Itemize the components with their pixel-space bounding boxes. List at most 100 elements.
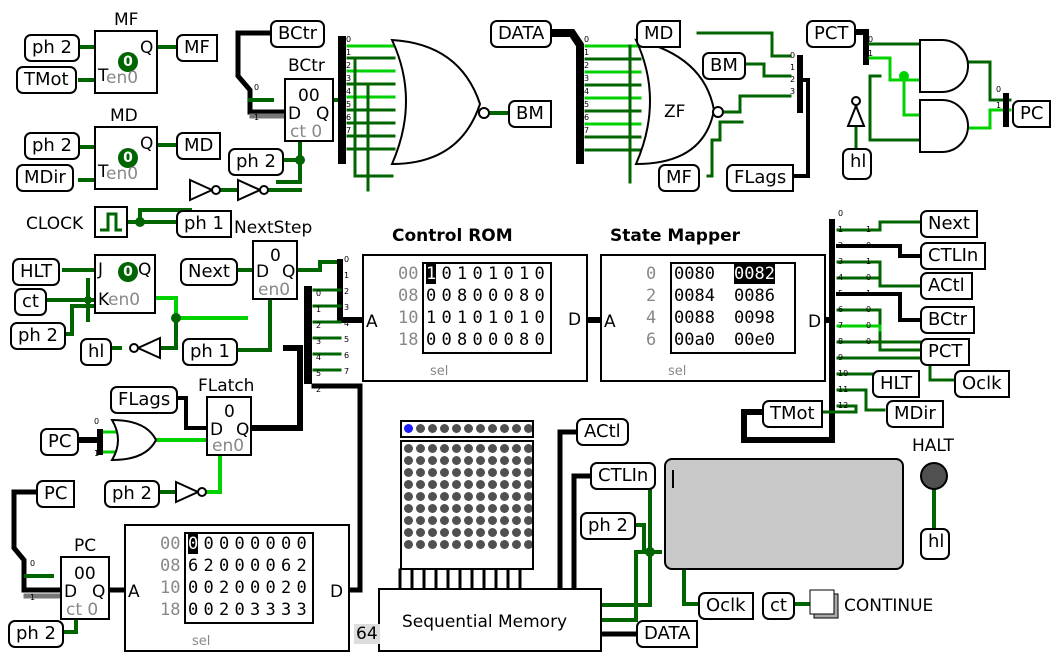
led-dot bbox=[404, 468, 413, 477]
rom-data-grid bbox=[670, 262, 796, 354]
led-dot bbox=[404, 504, 413, 513]
led-dot bbox=[512, 504, 521, 513]
svg-text:1: 1 bbox=[316, 305, 321, 314]
led-dot bbox=[524, 492, 533, 501]
led-dot bbox=[452, 504, 461, 513]
flatch-register[interactable]: 0 D Q en0 bbox=[206, 396, 252, 456]
tty-display[interactable] bbox=[664, 458, 904, 570]
tunnel-mdir-out: MDir bbox=[886, 400, 944, 428]
pc-register[interactable]: 00 D Q ct 0 bbox=[60, 556, 110, 620]
prom-a-pin: A bbox=[128, 582, 140, 602]
rom-cell: 1 bbox=[488, 264, 499, 284]
rom-cell: 8 bbox=[519, 286, 530, 306]
led-dot bbox=[512, 424, 521, 433]
junctions bbox=[84, 71, 909, 557]
rom-cell: 3 bbox=[281, 600, 292, 620]
rom-cell: 0 bbox=[234, 578, 245, 598]
rom-a-pin: A bbox=[366, 312, 378, 332]
rom-address: 10 bbox=[160, 578, 181, 598]
led-dot bbox=[464, 444, 473, 453]
svg-text:0: 0 bbox=[866, 273, 871, 282]
led-dot bbox=[416, 516, 425, 525]
svg-text:0: 0 bbox=[94, 417, 99, 426]
rom-cell: 0 bbox=[488, 330, 499, 350]
nextstep-q-pin: Q bbox=[282, 262, 296, 282]
svg-text:3: 3 bbox=[344, 303, 349, 312]
led-dot bbox=[488, 456, 497, 465]
mf-title: MF bbox=[114, 10, 139, 30]
bctr-value: 00 bbox=[298, 86, 320, 106]
led-dot bbox=[512, 540, 521, 549]
svg-text:6: 6 bbox=[346, 113, 351, 122]
and-gates-pc bbox=[919, 39, 969, 153]
svg-text:6: 6 bbox=[584, 113, 589, 122]
md-flipflop[interactable]: T Q 0 en0 bbox=[94, 126, 158, 190]
clock-wires bbox=[126, 188, 302, 224]
tty-cursor bbox=[672, 470, 674, 488]
mf-flipflop[interactable]: T Q 0 en0 bbox=[94, 30, 158, 94]
rom-cell: 8 bbox=[519, 330, 530, 350]
led-dot bbox=[500, 444, 509, 453]
svg-text:4: 4 bbox=[838, 273, 843, 282]
led-dot bbox=[440, 540, 449, 549]
led-dot bbox=[452, 456, 461, 465]
halt-label: HALT bbox=[912, 436, 954, 456]
nextstep-title: NextStep bbox=[234, 218, 313, 238]
clock-source[interactable] bbox=[94, 206, 128, 238]
rom-data-grid bbox=[422, 262, 552, 354]
continue-button[interactable] bbox=[808, 588, 840, 620]
prom-sel: sel bbox=[192, 634, 211, 649]
md-t-pin: T bbox=[98, 162, 109, 182]
tunnel-tmot-out: TMot bbox=[762, 400, 823, 428]
nextstep-register[interactable]: 0 D Q en0 bbox=[252, 240, 298, 300]
mapper-a-pin: A bbox=[604, 312, 616, 332]
bctr-q-pin: Q bbox=[316, 104, 330, 124]
seqmem-size: 64 bbox=[354, 624, 380, 644]
tunnel-tmot-in: TMot bbox=[16, 66, 77, 94]
rom-cell: 0 bbox=[296, 534, 307, 554]
rom-sel: sel bbox=[430, 364, 449, 379]
rom-address: 10 bbox=[398, 308, 419, 328]
tunnel-ct-out: ct bbox=[762, 592, 795, 620]
tunnel-next-in: Next bbox=[180, 258, 238, 286]
svg-text:2: 2 bbox=[344, 287, 349, 296]
rom-address: 00 bbox=[160, 534, 181, 554]
led-dot bbox=[524, 456, 533, 465]
tunnel-bm-out: BM bbox=[508, 100, 552, 128]
led-dot bbox=[476, 528, 485, 537]
led-dot bbox=[500, 468, 509, 477]
svg-text:1: 1 bbox=[866, 289, 871, 298]
zf-label: ZF bbox=[664, 102, 686, 122]
hlt-jk-flipflop[interactable]: J K Q 0 en0 bbox=[94, 254, 156, 314]
led-dot bbox=[416, 468, 425, 477]
bctr-register[interactable]: 00 D Q ct 0 bbox=[284, 78, 334, 142]
led-dot bbox=[476, 456, 485, 465]
or-gate-flatch bbox=[110, 418, 158, 462]
led-dot bbox=[440, 480, 449, 489]
svg-text:7: 7 bbox=[584, 126, 589, 135]
mf-t-pin: T bbox=[98, 66, 109, 86]
tunnel-ph2-hlt: ph 2 bbox=[10, 322, 67, 350]
sequential-memory[interactable]: Sequential Memory bbox=[378, 588, 602, 652]
nor-gate-bm bbox=[390, 38, 490, 166]
tunnel-ph1-ns: ph 1 bbox=[182, 338, 239, 366]
md-q-pin: Q bbox=[140, 134, 154, 154]
led-dot bbox=[524, 516, 533, 525]
svg-text:1: 1 bbox=[30, 593, 35, 602]
svg-text:6: 6 bbox=[344, 351, 349, 360]
led-dot bbox=[524, 444, 533, 453]
svg-text:10: 10 bbox=[838, 369, 848, 378]
led-dot bbox=[452, 424, 461, 433]
tunnel-pc-left: PC bbox=[36, 480, 76, 508]
led-dot bbox=[488, 528, 497, 537]
led-dot bbox=[512, 528, 521, 537]
flatch-en: en0 bbox=[212, 436, 245, 456]
md-value: 0 bbox=[118, 148, 138, 168]
led-dot bbox=[440, 504, 449, 513]
rom-cell: 0 bbox=[488, 286, 499, 306]
svg-text:1: 1 bbox=[996, 101, 1001, 110]
tunnel-pc-in: PC bbox=[40, 428, 80, 456]
led-dot bbox=[512, 516, 521, 525]
